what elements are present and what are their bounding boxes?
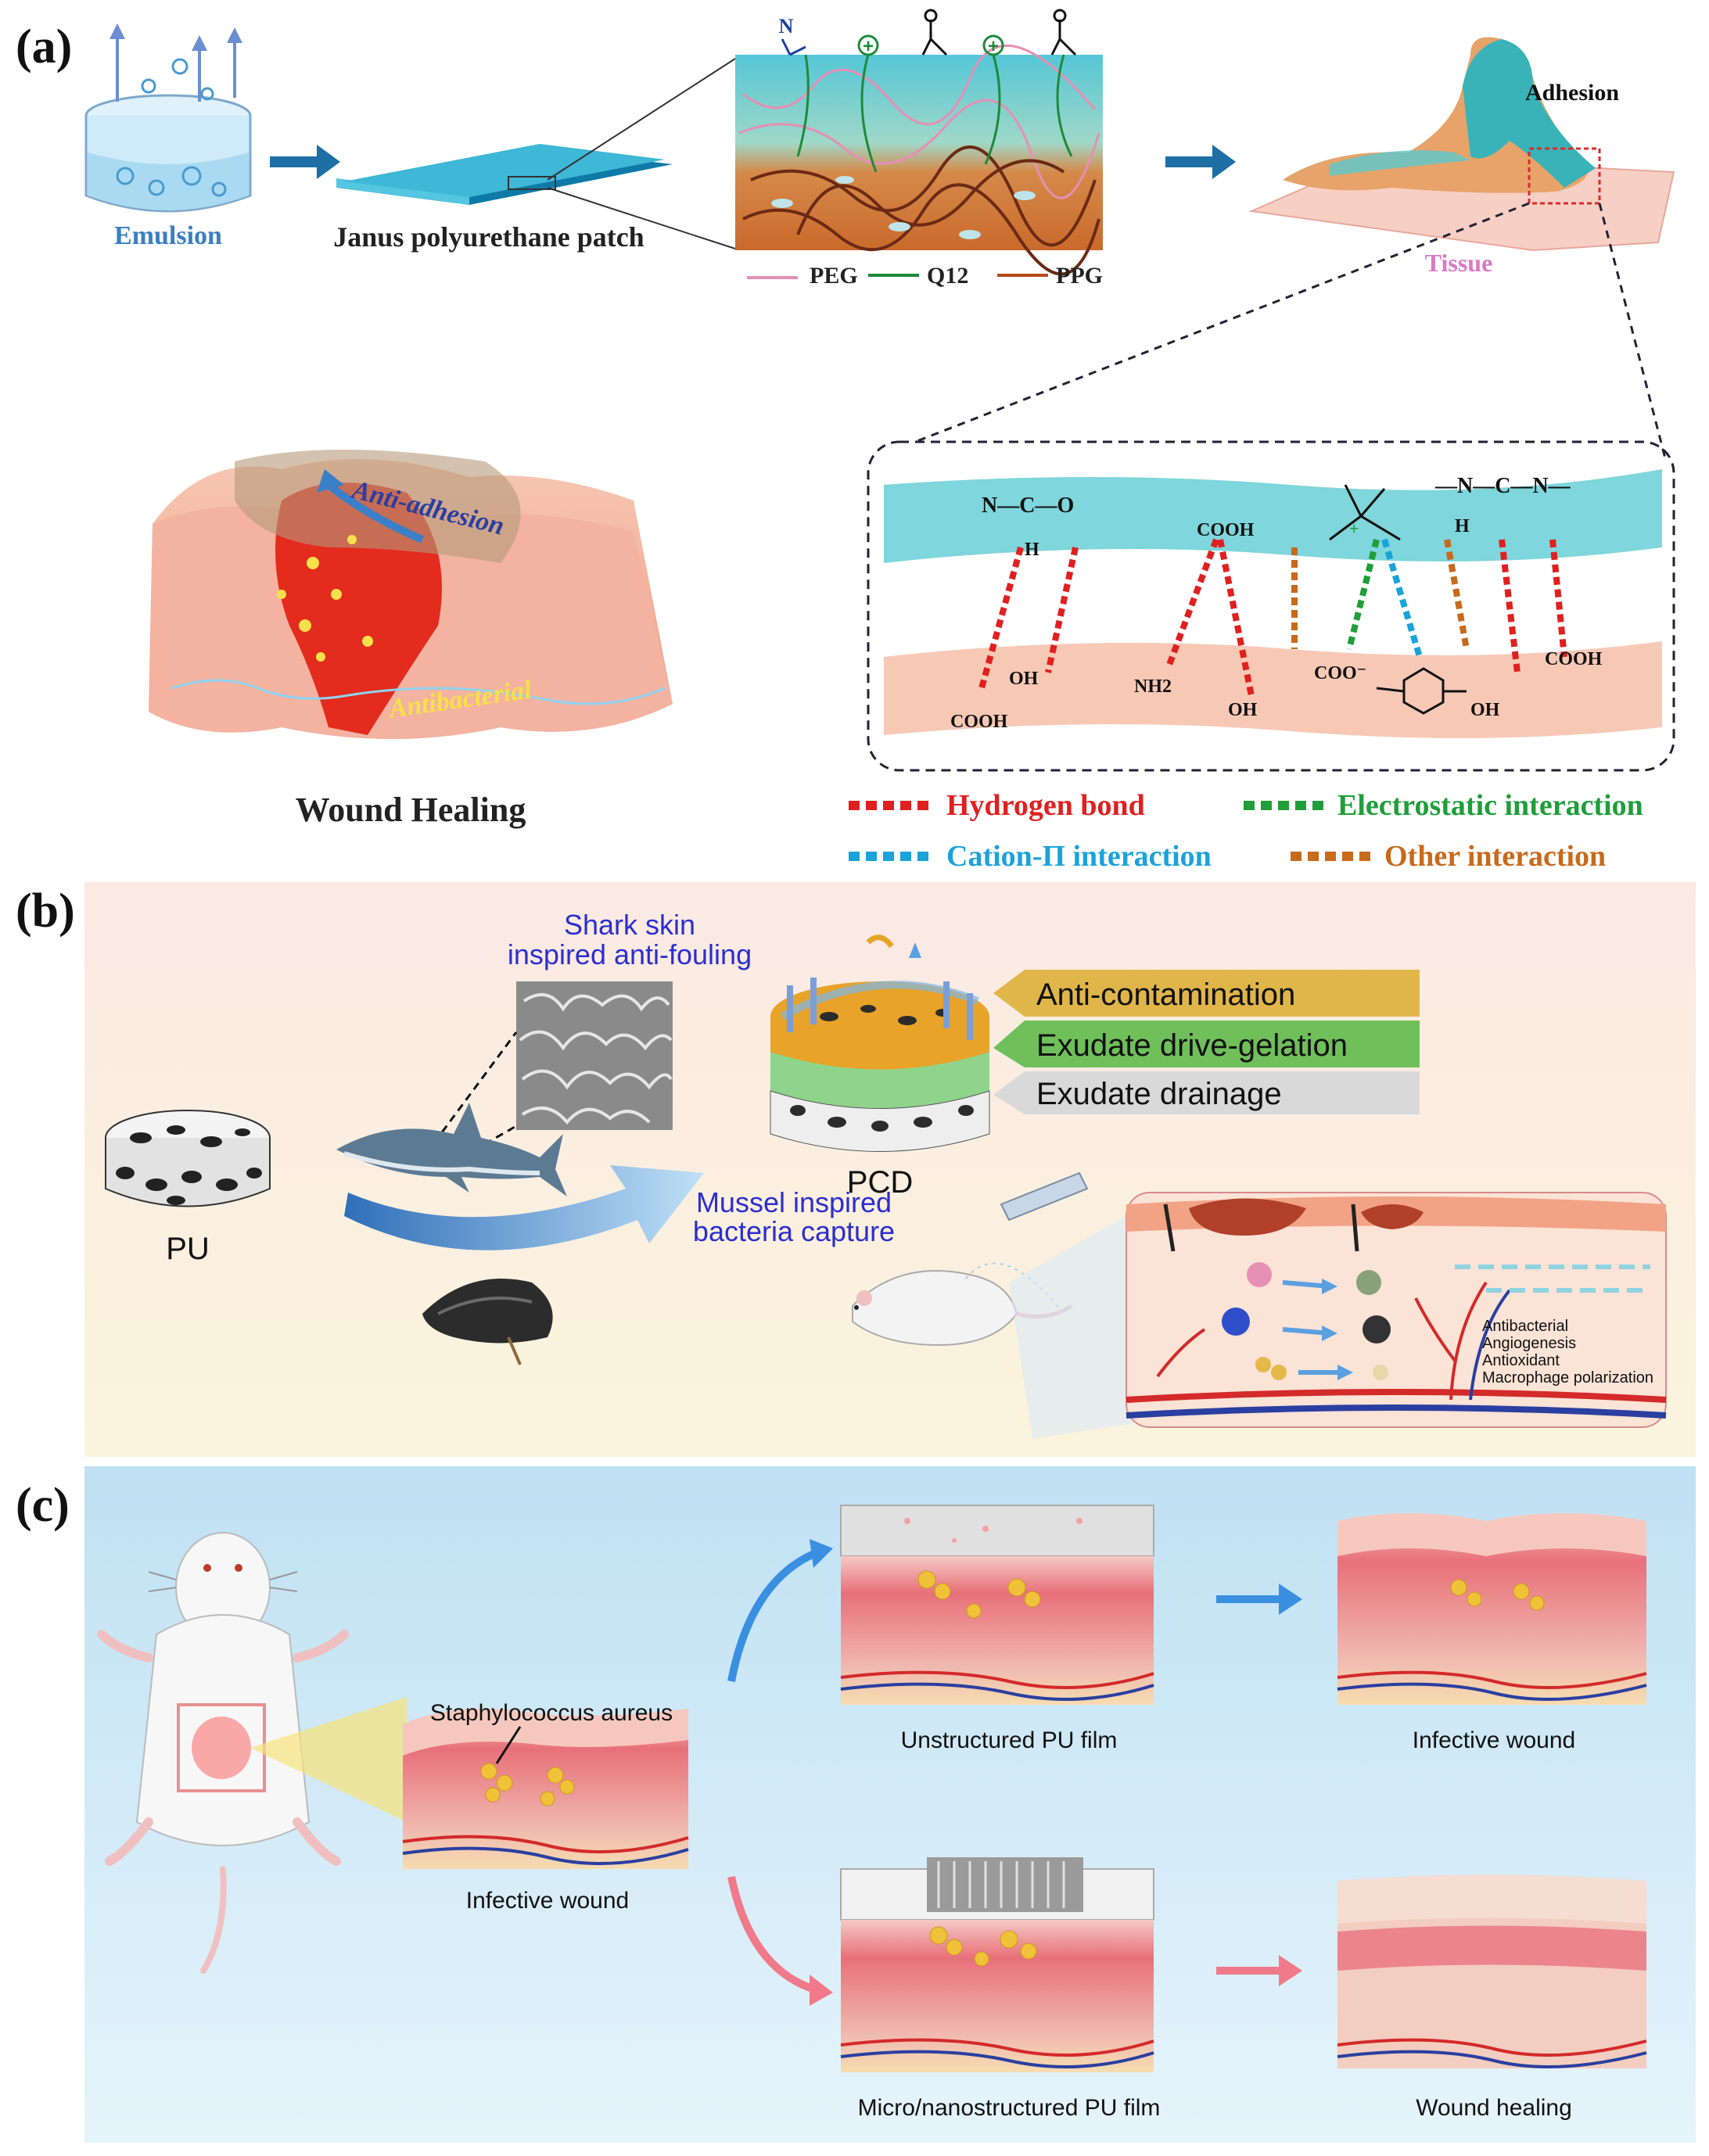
arrow-to-micro xyxy=(727,1875,819,1994)
zoom-dash-right xyxy=(1598,203,1668,462)
panel-a-label: (a) xyxy=(16,20,72,74)
band-exudate-drainage xyxy=(993,1071,1420,1114)
panel-b: (b) Shark skin inspired anti-fouling xyxy=(16,882,1696,1457)
band-exudate-gelation xyxy=(993,1021,1420,1067)
svg-text:+: + xyxy=(988,36,999,57)
shark-zoom-line-1 xyxy=(425,1031,518,1154)
emulsion-label: Emulsion xyxy=(114,221,222,250)
adhesion-label: Adhesion xyxy=(1525,80,1619,106)
unstructured-film-block xyxy=(840,1505,1154,1705)
zoom-dash-left xyxy=(914,202,1530,443)
infective-wound-block-2 xyxy=(1337,1513,1647,1705)
svg-text:N: N xyxy=(779,15,794,38)
arrow-to-unstructured xyxy=(727,1548,819,1682)
shark-skin-sem-image xyxy=(516,981,673,1130)
chem-urethane: N—C—O xyxy=(982,493,1074,518)
zoom-line-bottom xyxy=(547,187,736,249)
legend-ppg: PPG xyxy=(1056,263,1103,289)
shark-skin-label-2: inspired anti-fouling xyxy=(508,938,752,970)
pcd-label: PCD xyxy=(847,1165,913,1200)
chem-urea: —N—C—N— xyxy=(1434,474,1571,498)
arrow-to-infective2 xyxy=(1216,1584,1302,1615)
micro-film-label: Micro/nanostructured PU film xyxy=(858,2095,1161,2121)
janus-patch xyxy=(336,144,673,205)
panel-c: (c) Staphylococcus aureus xyxy=(16,1466,1696,2143)
tissue-adhesion xyxy=(1248,37,1675,252)
band-label-anti-contamination: Anti-contamination xyxy=(1036,978,1295,1012)
chem-oh-1: OH xyxy=(1009,669,1039,689)
panel-b-label: (b) xyxy=(16,884,75,938)
shark-icon xyxy=(336,1103,567,1196)
pu-label: PU xyxy=(166,1232,210,1266)
chem-nh2: NH2 xyxy=(1134,676,1172,697)
wound-healing-illustration xyxy=(149,450,673,739)
wound-healing-label: Wound healing xyxy=(1416,2095,1572,2121)
chem-urethane-h: H xyxy=(1025,540,1039,560)
unstructured-film-label: Unstructured PU film xyxy=(901,1727,1118,1753)
pu-scaffold xyxy=(105,1110,271,1207)
mouse-icon xyxy=(97,1532,407,1974)
effect-angiogenesis: Angiogenesis xyxy=(1482,1335,1576,1352)
chem-n-plus: + xyxy=(1349,518,1359,538)
pcd-dressing xyxy=(770,935,990,1152)
janus-patch-label: Janus polyurethane patch xyxy=(333,221,644,253)
arrow-to-healing xyxy=(1216,1955,1302,1986)
svg-text:+: + xyxy=(863,36,874,57)
transform-arrow xyxy=(344,1165,704,1250)
shark-skin-label-1: Shark skin xyxy=(564,909,695,941)
patch-zoom: N + + xyxy=(735,9,1103,276)
staph-pointer xyxy=(495,1726,522,1764)
infective-wound-block xyxy=(402,1709,689,1869)
chem-cooh-bottom-right: COOH xyxy=(1545,649,1603,669)
chem-oh-2: OH xyxy=(1228,700,1258,720)
effect-antioxidant: Antioxidant xyxy=(1482,1352,1560,1369)
interaction-box xyxy=(867,440,1675,772)
legend-q12: Q12 xyxy=(927,263,968,289)
legend-cation-pi: Cation-Π interaction xyxy=(946,840,1212,873)
interaction-legend xyxy=(849,801,1373,861)
mussel-icon xyxy=(422,1279,553,1365)
chem-top-cooh: COOH xyxy=(1197,520,1255,540)
chem-urea-h: H xyxy=(1455,516,1470,536)
band-label-exudate-gelation: Exudate drive-gelation xyxy=(1036,1028,1348,1063)
chem-cooh-bottom-left: COOH xyxy=(950,712,1008,732)
legend-hydrogen-bond: Hydrogen bond xyxy=(946,789,1145,822)
staph-label: Staphylococcus aureus xyxy=(430,1700,673,1726)
tissue-label: Tissue xyxy=(1425,249,1493,277)
band-label-exudate-drainage: Exudate drainage xyxy=(1036,1077,1282,1111)
mussel-label-2: bacteria capture xyxy=(693,1215,895,1247)
mussel-label-1: Mussel inspired xyxy=(696,1186,892,1218)
micro-film-block xyxy=(840,1857,1154,2072)
rat-icon xyxy=(852,1171,1089,1347)
arrow-emulsion-to-patch xyxy=(270,145,340,179)
infective-wound-label: Infective wound xyxy=(466,1888,629,1914)
effect-antibacterial: Antibacterial xyxy=(1482,1318,1568,1335)
band-anti-contamination xyxy=(993,970,1420,1017)
wound-healing-title: Wound Healing xyxy=(296,791,526,829)
zoom-line-top xyxy=(547,58,736,181)
legend-electrostatic: Electrostatic interaction xyxy=(1337,789,1643,822)
arrow-patch-to-tissue xyxy=(1165,145,1236,179)
effect-macrophage: Macrophage polarization xyxy=(1482,1369,1653,1387)
panel-a: (a) Emulsion xyxy=(16,9,1675,873)
chem-coo-minus: COO⁻ xyxy=(1314,663,1366,683)
legend-other: Other interaction xyxy=(1384,840,1606,873)
wound-skin-cross-section xyxy=(1009,1192,1667,1439)
panel-c-label: (c) xyxy=(16,1479,70,1532)
wound-healing-block xyxy=(1337,1874,1647,2068)
emulsion-beaker xyxy=(84,23,252,213)
chem-oh-3: OH xyxy=(1470,700,1500,720)
infective-wound-2-label: Infective wound xyxy=(1413,1727,1575,1753)
legend-peg: PEG xyxy=(810,263,858,289)
